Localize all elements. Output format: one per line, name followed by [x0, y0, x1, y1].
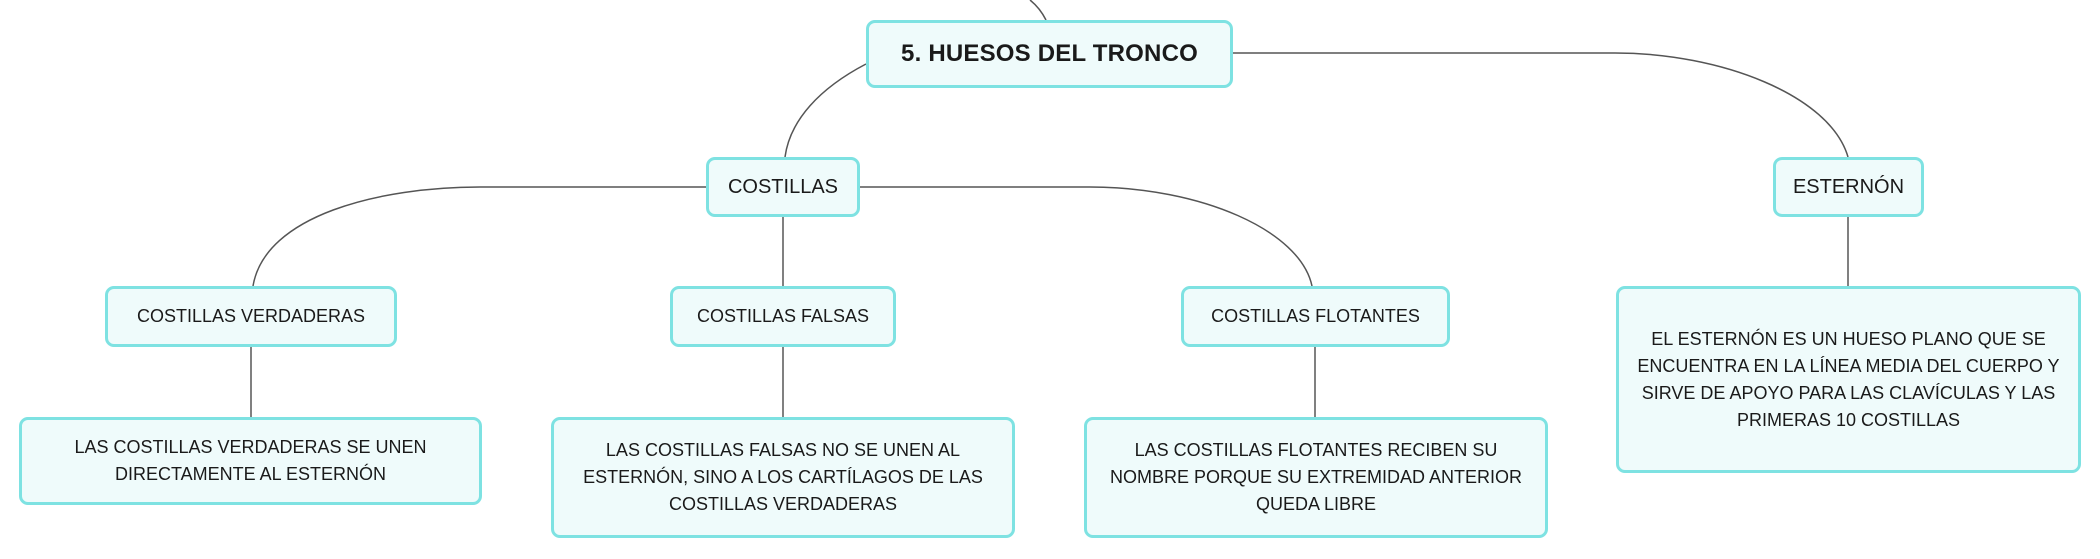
connector-root-esternon	[1232, 52, 1849, 158]
root-node-label: 5. HUESOS DEL TRONCO	[901, 40, 1198, 67]
connector-costillas-verdaderas	[252, 186, 708, 287]
connector-parent-root	[1029, 0, 1047, 21]
costillas-falsas-node[interactable]: COSTILLAS FALSAS	[670, 286, 896, 347]
esternon-node-label: ESTERNÓN	[1792, 175, 1905, 198]
costillas-node[interactable]: COSTILLAS	[706, 157, 860, 217]
costillas-verdaderas-node[interactable]: COSTILLAS VERDADERAS	[105, 286, 397, 347]
root-node[interactable]: 5. HUESOS DEL TRONCO	[866, 20, 1233, 88]
costillas-node-label: COSTILLAS	[727, 175, 839, 198]
costillas-verdaderas-description-node[interactable]: LAS COSTILLAS VERDADERAS SE UNEN DIRECTA…	[19, 417, 482, 505]
esternon-node[interactable]: ESTERNÓN	[1773, 157, 1924, 217]
costillas-falsas-description-text: LAS COSTILLAS FALSAS NO SE UNEN AL ESTER…	[583, 440, 983, 514]
costillas-verdaderas-description-text: LAS COSTILLAS VERDADERAS SE UNEN DIRECTA…	[74, 437, 427, 484]
costillas-verdaderas-label: COSTILLAS VERDADERAS	[136, 306, 366, 326]
costillas-flotantes-label: COSTILLAS FLOTANTES	[1211, 306, 1420, 326]
esternon-description-text: EL ESTERNÓN ES UN HUESO PLANO QUE SE ENC…	[1637, 328, 2060, 430]
esternon-description-node[interactable]: EL ESTERNÓN ES UN HUESO PLANO QUE SE ENC…	[1616, 286, 2081, 473]
costillas-falsas-description-node[interactable]: LAS COSTILLAS FALSAS NO SE UNEN AL ESTER…	[551, 417, 1015, 538]
costillas-flotantes-description-text: LAS COSTILLAS FLOTANTES RECIBEN SU NOMBR…	[1109, 440, 1523, 514]
costillas-falsas-label: COSTILLAS FALSAS	[696, 306, 870, 326]
costillas-flotantes-node[interactable]: COSTILLAS FLOTANTES	[1181, 286, 1450, 347]
connector-costillas-flotantes	[860, 186, 1313, 287]
connector-root-costillas	[784, 63, 867, 158]
costillas-flotantes-description-node[interactable]: LAS COSTILLAS FLOTANTES RECIBEN SU NOMBR…	[1084, 417, 1548, 538]
